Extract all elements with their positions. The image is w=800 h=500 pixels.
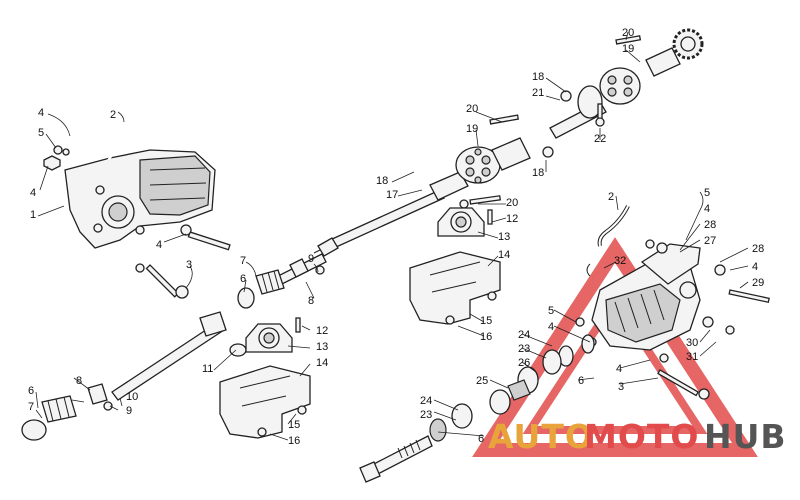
bolt-20-center — [459, 114, 520, 209]
drive-shaft-17 — [313, 171, 469, 258]
gearcase-housing — [591, 261, 701, 351]
callout-23: 23 — [420, 409, 432, 421]
differential-housing — [64, 149, 216, 249]
callout-30: 30 — [686, 337, 698, 349]
leader-lines — [35, 31, 749, 441]
callout-4: 4 — [704, 203, 710, 215]
watermark-hub: HUB — [704, 417, 787, 456]
watermark-moto: MOTO — [584, 417, 699, 456]
bearing-mount-13-left — [245, 317, 301, 353]
shaft-upper — [549, 85, 607, 139]
callout-13: 13 — [316, 341, 328, 353]
output-shaft — [359, 435, 433, 483]
watermark-auto: AUTO — [488, 417, 594, 456]
callout-6: 6 — [578, 375, 584, 387]
callout-4: 4 — [616, 363, 622, 375]
callout-28: 28 — [704, 219, 716, 231]
callout-29: 29 — [752, 277, 764, 289]
callout-13: 13 — [498, 231, 510, 243]
coupler-19-top — [599, 67, 641, 105]
callout-12: 12 — [316, 325, 328, 337]
callout-19: 19 — [622, 43, 634, 55]
callout-25: 25 — [476, 375, 488, 387]
callout-20: 20 — [466, 103, 478, 115]
callout-8: 8 — [76, 375, 82, 387]
callout-6: 6 — [240, 273, 246, 285]
bracket-14-left — [219, 365, 311, 439]
callout-3: 3 — [618, 381, 624, 393]
boot-left-lower — [21, 383, 113, 441]
callout-7: 7 — [240, 255, 246, 267]
callout-5: 5 — [704, 187, 710, 199]
callout-15: 15 — [288, 419, 300, 431]
callout-23: 23 — [518, 343, 530, 355]
boot-left-upper — [237, 269, 285, 309]
callout-4: 4 — [548, 321, 554, 333]
bolt-4-left — [180, 224, 231, 251]
callout-7: 7 — [28, 401, 34, 413]
callout-20: 20 — [506, 197, 518, 209]
callout-20: 20 — [622, 27, 634, 39]
callout-4: 4 — [156, 239, 162, 251]
callout-4: 4 — [752, 261, 758, 273]
callout-31: 31 — [686, 351, 698, 363]
callout-12: 12 — [506, 213, 518, 225]
yoke-center — [491, 137, 554, 171]
callout-19: 19 — [466, 123, 478, 135]
part-number-labels: 1 2 4 5 4 4 3 7 6 9 8 18 17 19 20 21 18 … — [28, 27, 764, 447]
gear-top — [645, 28, 704, 77]
callout-26: 26 — [518, 357, 530, 369]
callout-5: 5 — [548, 305, 554, 317]
callout-2: 2 — [110, 109, 116, 121]
callout-6: 6 — [28, 385, 34, 397]
callout-5: 5 — [38, 127, 44, 139]
callout-32: 32 — [614, 255, 626, 267]
callout-27: 27 — [704, 235, 716, 247]
seals-bearings-right — [429, 334, 595, 442]
callout-17: 17 — [386, 189, 398, 201]
callout-18: 18 — [532, 167, 544, 179]
callout-18: 18 — [376, 175, 388, 187]
callout-24: 24 — [420, 395, 432, 407]
callout-14: 14 — [498, 249, 510, 261]
callout-14: 14 — [316, 357, 328, 369]
bolt-29 — [714, 264, 770, 303]
callout-21: 21 — [532, 87, 544, 99]
callout-4: 4 — [38, 107, 44, 119]
breather-hose — [107, 121, 126, 161]
callout-1: 1 — [30, 209, 36, 221]
bolt-22 — [595, 103, 605, 127]
callout-6: 6 — [478, 433, 484, 445]
callout-2: 2 — [608, 191, 614, 203]
bolt-3-right — [657, 353, 710, 400]
shaft-left-lower — [111, 311, 247, 401]
callout-9: 9 — [126, 405, 132, 417]
callout-8: 8 — [308, 295, 314, 307]
breather-hose-right — [586, 205, 630, 277]
callout-16: 16 — [288, 435, 300, 447]
callout-3: 3 — [186, 259, 192, 271]
bracket-14-center — [409, 251, 501, 325]
callout-22: 22 — [594, 133, 606, 145]
callout-18: 18 — [532, 71, 544, 83]
callout-28: 28 — [752, 243, 764, 255]
callout-10: 10 — [126, 391, 138, 403]
callout-16: 16 — [480, 331, 492, 343]
callout-9: 9 — [308, 253, 314, 265]
callout-15: 15 — [480, 315, 492, 327]
bearing-mount-13-center — [437, 207, 493, 237]
bolt-20-top — [615, 35, 642, 45]
cover-27 — [640, 239, 701, 285]
callout-11: 11 — [202, 363, 213, 375]
callout-4: 4 — [30, 187, 36, 199]
watermark-logo: AUTO MOTO HUB — [488, 417, 787, 456]
callout-24: 24 — [518, 329, 530, 341]
bolt-3-left — [135, 263, 189, 299]
